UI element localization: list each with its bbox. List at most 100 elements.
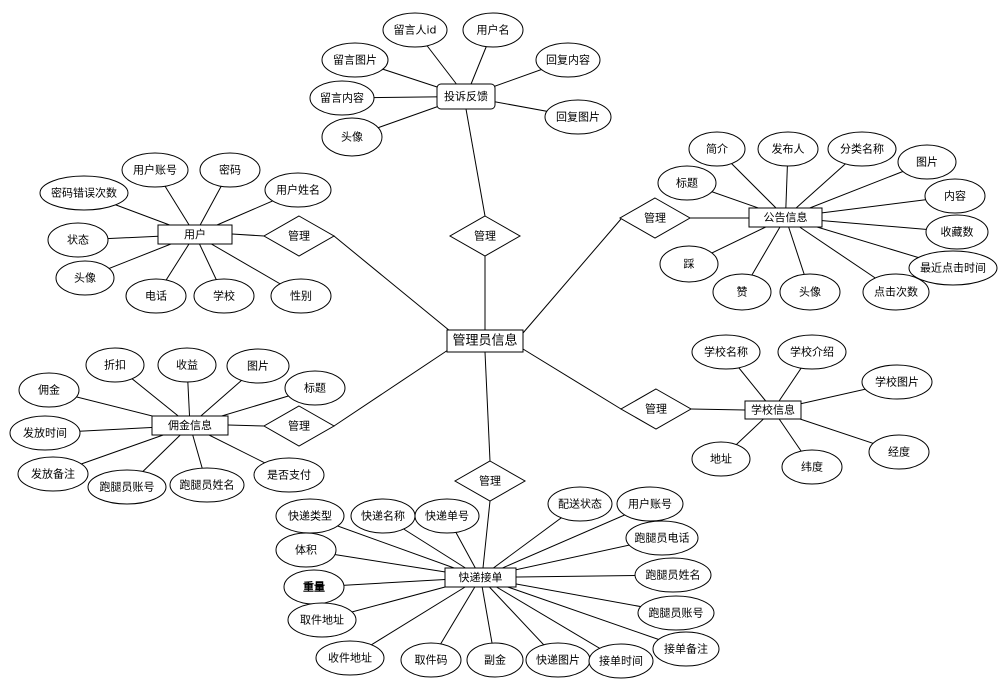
attr-school-longitude: 经度	[868, 434, 930, 470]
attr-delivery-recipient-address: 收件地址	[315, 640, 385, 676]
attr-user-password-error-count: 密码错误次数	[39, 175, 129, 211]
attr-user-avatar: 头像	[55, 260, 115, 296]
connector-user-to-relation	[231, 233, 265, 237]
relation-manage-commission: 管理	[262, 405, 336, 447]
relation-label: 管理	[474, 229, 496, 243]
connector-admin-to-school-relation	[522, 348, 622, 410]
attr-complaint-message-content: 留言内容	[309, 80, 375, 116]
entity-label: 学校信息	[751, 403, 795, 417]
attribute-label: 收藏数	[941, 225, 974, 239]
connector-relation-to-admin-right-top	[522, 218, 622, 334]
attr-delivery-pickup-address: 取件地址	[287, 602, 357, 638]
attribute-label: 学校名称	[704, 345, 748, 359]
entity-complaint-feedback: 投诉反馈	[436, 83, 496, 110]
attr-school-name: 学校名称	[691, 334, 761, 370]
attribute-label: 内容	[944, 189, 966, 203]
attr-commission-title: 标题	[284, 370, 346, 406]
attribute-label: 取件地址	[300, 613, 344, 627]
attribute-label: 赞	[737, 286, 748, 299]
attr-delivery-user-account: 用户账号	[616, 486, 684, 522]
attr-complaint-username: 用户名	[462, 12, 524, 48]
attr-delivery-commission: 副金	[466, 642, 524, 678]
attribute-label: 简介	[706, 142, 728, 156]
attribute-label: 标题	[676, 176, 698, 190]
attr-commission-image: 图片	[226, 348, 290, 384]
attr-delivery-runner-name: 跑腿员姓名	[634, 557, 712, 593]
attribute-label: 分类名称	[840, 142, 884, 156]
attribute-label: 回复图片	[556, 110, 600, 124]
attr-delivery-type: 快递类型	[275, 498, 345, 534]
connector-complaint-to-relation	[465, 108, 486, 217]
relation-label: 管理	[288, 229, 310, 243]
attribute-label: 头像	[799, 286, 821, 299]
attr-user-gender: 性别	[270, 278, 332, 314]
relation-manage-notice: 管理	[618, 197, 692, 239]
entity-label: 公告信息	[764, 210, 808, 224]
entity-label: 快递接单	[459, 570, 503, 584]
attr-notice-category-name: 分类名称	[827, 131, 897, 167]
attribute-label: 用户姓名	[276, 183, 320, 197]
attribute-label: 快递类型	[288, 509, 332, 523]
relation-manage-user: 管理	[262, 215, 336, 257]
attr-delivery-volume: 体积	[275, 532, 337, 568]
attribute-label: 纬度	[801, 460, 823, 474]
attr-delivery-runner-account: 跑腿员账号	[637, 595, 715, 631]
connector-commission-to-relation	[227, 424, 265, 427]
attribute-label: 密码	[219, 163, 241, 177]
attr-delivery-image: 快递图片	[525, 642, 591, 678]
attr-delivery-name: 快递名称	[350, 498, 416, 534]
relation-label: 管理	[479, 474, 501, 488]
connector-relation-to-admin-left-bottom	[333, 349, 449, 427]
entity-label: 投诉反馈	[444, 89, 488, 103]
attr-notice-click-count: 点击次数	[862, 273, 930, 311]
connector-line	[480, 577, 622, 662]
entity-user: 用户	[157, 224, 233, 245]
attribute-label: 重量	[303, 580, 325, 594]
attribute-label: 是否支付	[267, 469, 311, 482]
entity-delivery-order: 快递接单	[444, 567, 517, 588]
attr-complaint-message-user-id: 留言人id	[382, 12, 448, 48]
attr-delivery-pickup-code: 取件码	[400, 642, 462, 678]
attr-school-latitude: 纬度	[781, 449, 843, 485]
relation-label: 管理	[645, 402, 667, 416]
attribute-label: 状态	[67, 233, 89, 247]
attr-commission-runner-name: 跑腿员姓名	[169, 467, 245, 503]
relation-manage-delivery: 管理	[453, 460, 527, 502]
connector-line	[480, 503, 651, 578]
attr-commission-issue-note: 发放备注	[17, 456, 89, 492]
attr-notice-content: 内容	[924, 178, 986, 214]
attribute-label: 发放时间	[23, 426, 67, 440]
attribute-label: 用户账号	[133, 163, 177, 177]
attr-notice-favorites: 收藏数	[925, 214, 989, 250]
relation-label: 管理	[644, 211, 666, 225]
attribute-label: 收益	[176, 358, 198, 372]
attr-user-status: 状态	[47, 222, 109, 258]
attr-user-password: 密码	[199, 152, 261, 188]
attribute-label: 发放备注	[31, 467, 75, 481]
attribute-label: 用户名	[477, 23, 510, 37]
attribute-label: 用户账号	[628, 497, 672, 511]
attribute-label: 最近点击时间	[920, 262, 986, 275]
attribute-label: 发布人	[772, 142, 805, 156]
entity-admin-info: 管理员信息	[446, 329, 524, 353]
attr-complaint-message-image: 留言图片	[321, 42, 389, 78]
attribute-label: 快递图片	[536, 653, 580, 667]
entity-commission-info: 佣金信息	[151, 415, 229, 436]
attribute-label: 折扣	[104, 358, 126, 372]
attribute-label: 留言图片	[333, 54, 377, 67]
entity-label: 管理员信息	[452, 333, 517, 349]
attr-notice-dislike: 踩	[659, 245, 719, 283]
attr-delivery-runner-phone: 跑腿员电话	[625, 520, 699, 556]
attr-notice-last-click-time: 最近点击时间	[908, 250, 998, 286]
attribute-label: 头像	[74, 272, 96, 285]
attr-notice-image: 图片	[897, 144, 957, 180]
attr-commission-issue-time: 发放时间	[9, 415, 81, 451]
attr-school-address: 地址	[691, 441, 751, 477]
attribute-label: 留言人id	[393, 24, 436, 37]
attribute-label: 佣金	[38, 383, 60, 397]
attribute-label: 标题	[304, 381, 326, 395]
attr-notice-avatar: 头像	[779, 273, 841, 311]
attr-notice-publisher: 发布人	[757, 131, 819, 167]
attribute-label: 快递名称	[361, 509, 405, 523]
